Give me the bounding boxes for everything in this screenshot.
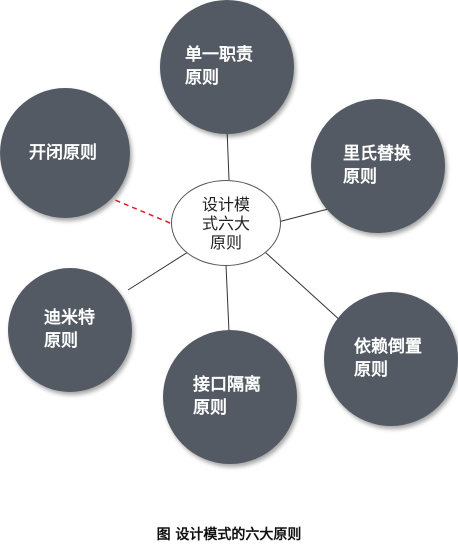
principle-lsp-line-2: 原则 bbox=[343, 167, 377, 187]
principle-lod-line-2: 原则 bbox=[44, 331, 78, 351]
connector-isp bbox=[225, 264, 230, 333]
principle-ocp: 开闭原则 bbox=[0, 88, 130, 218]
figure-caption: 图 设计模式的六大原则 bbox=[156, 527, 302, 543]
connector-dip bbox=[264, 251, 343, 323]
principle-isp: 接口隔离 原则 bbox=[163, 330, 297, 464]
principle-ocp-line-1: 开闭原则 bbox=[29, 142, 97, 163]
principle-lsp: 里氏替换 原则 bbox=[311, 99, 445, 233]
principle-srp-line-1: 单一职责 bbox=[185, 45, 253, 65]
principle-dip: 依赖倒置 原则 bbox=[324, 292, 458, 426]
connector-lsp bbox=[277, 207, 333, 223]
connector-srp bbox=[226, 127, 230, 181]
principle-srp: 单一职责 原则 bbox=[160, 0, 294, 134]
principle-srp-line-2: 原则 bbox=[185, 68, 219, 88]
principle-lod: 迪米特 原则 bbox=[8, 268, 132, 392]
center-line-3: 原则 bbox=[209, 232, 242, 252]
principle-dip-line-2: 原则 bbox=[354, 360, 388, 380]
principle-lsp-line-1: 里氏替换 bbox=[343, 144, 411, 164]
center-line-1: 设计模 bbox=[201, 194, 250, 214]
connector-ocp bbox=[114, 199, 171, 224]
principle-lod-line-1: 迪米特 bbox=[44, 308, 95, 328]
principle-dip-line-1: 依赖倒置 bbox=[354, 337, 422, 357]
connector-lod bbox=[127, 251, 189, 291]
center-node: 设计模 式六大 原则 bbox=[171, 180, 281, 266]
center-line-2: 式六大 bbox=[201, 213, 250, 233]
principle-isp-line-2: 原则 bbox=[193, 398, 227, 418]
principle-isp-line-1: 接口隔离 bbox=[193, 375, 261, 395]
